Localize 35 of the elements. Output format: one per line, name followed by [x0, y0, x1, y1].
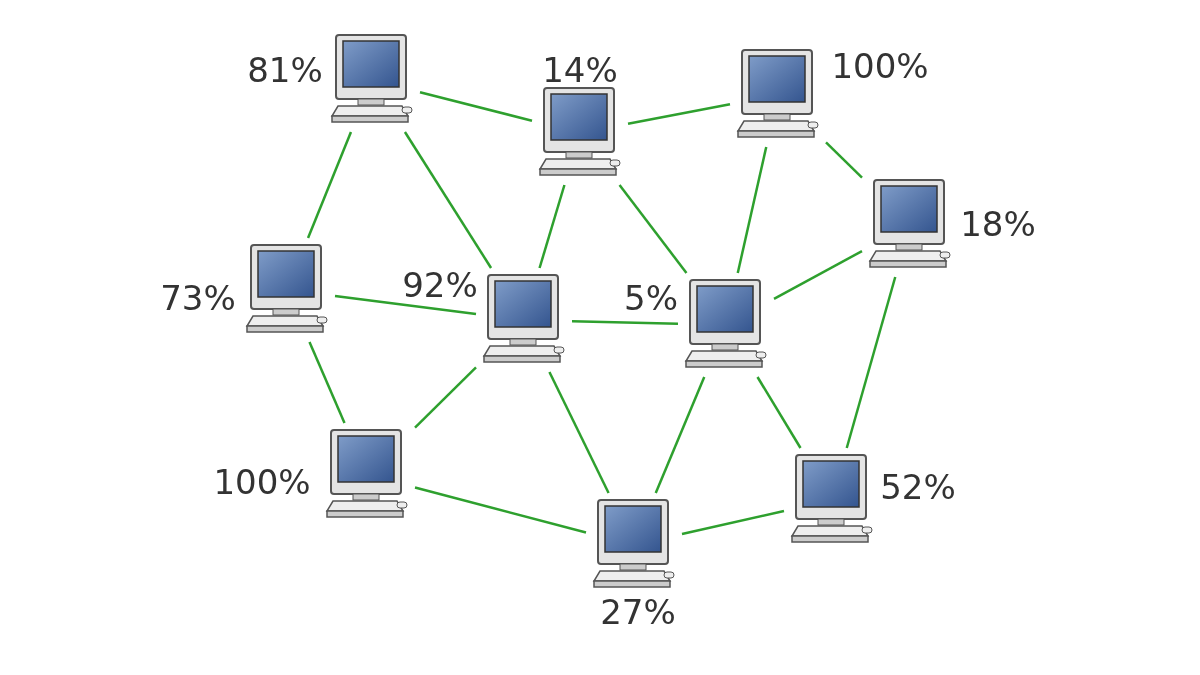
- connection-line: [825, 141, 863, 179]
- computer-icon: [538, 87, 622, 179]
- connection-line: [736, 146, 768, 274]
- connection-line: [756, 376, 802, 449]
- connection-line: [419, 91, 533, 122]
- computer-icon: [868, 179, 952, 271]
- percentage-label: 14%: [542, 53, 618, 87]
- connection-line: [618, 184, 688, 274]
- computer-icon: [736, 49, 820, 141]
- percentage-label: 81%: [247, 53, 323, 87]
- computer-icon: [330, 34, 414, 126]
- connection-line: [414, 486, 587, 534]
- percentage-label: 100%: [831, 49, 929, 83]
- percentage-label: 27%: [600, 595, 676, 629]
- percentage-label: 5%: [624, 281, 678, 315]
- connection-line: [334, 294, 477, 316]
- computer-icon: [684, 279, 768, 371]
- computer-icon: [790, 454, 874, 546]
- computer-icon: [245, 244, 329, 336]
- percentage-label: 92%: [402, 268, 478, 302]
- connection-line: [773, 250, 863, 300]
- computer-icon: [592, 499, 676, 591]
- percentage-label: 73%: [160, 281, 236, 315]
- connection-line: [414, 366, 477, 429]
- computer-icon: [482, 274, 566, 366]
- connection-line: [845, 276, 897, 449]
- percentage-label: 18%: [960, 207, 1036, 241]
- percentage-label: 100%: [213, 465, 311, 499]
- connection-line: [571, 319, 679, 326]
- computer-icon: [325, 429, 409, 521]
- connection-line: [538, 184, 566, 269]
- connection-line: [627, 103, 731, 125]
- connection-line: [681, 509, 785, 536]
- percentage-label: 52%: [880, 470, 956, 504]
- connection-line: [403, 131, 493, 269]
